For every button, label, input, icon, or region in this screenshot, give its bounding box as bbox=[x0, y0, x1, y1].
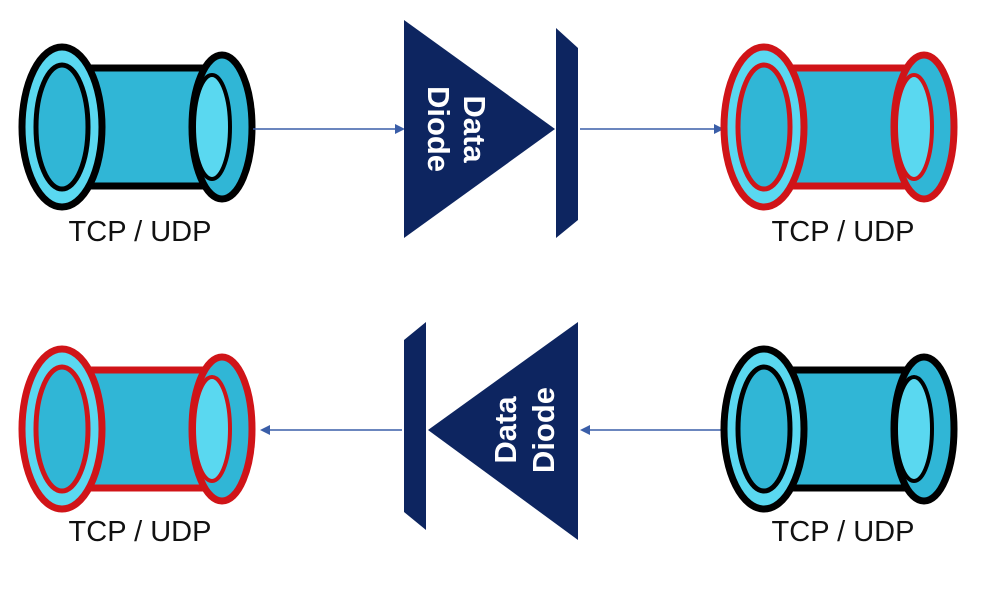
diode-text-line1-row2: Data bbox=[488, 396, 523, 464]
target-pipe-icon-row1 bbox=[720, 43, 958, 211]
source-pipe-icon-row1 bbox=[18, 43, 256, 211]
diode-triangle-icon bbox=[428, 322, 578, 540]
diode-text-line2-row1: Diode bbox=[421, 86, 456, 172]
data-diode-row2: Data Diode bbox=[404, 322, 578, 540]
diode-bar-icon bbox=[404, 322, 426, 530]
source-label-row2: TCP / UDP bbox=[772, 516, 915, 548]
target-pipe-icon-row2 bbox=[18, 345, 256, 513]
source-label-row1: TCP / UDP bbox=[69, 216, 212, 248]
data-diode-row1: Data Diode bbox=[404, 20, 578, 238]
target-label-row1: TCP / UDP bbox=[772, 216, 915, 248]
source-pipe-icon-row2 bbox=[720, 345, 958, 513]
diode-triangle-icon bbox=[404, 20, 555, 238]
target-label-row2: TCP / UDP bbox=[69, 516, 212, 548]
diode-text-line2-row2: Diode bbox=[526, 387, 561, 473]
diode-bar-icon bbox=[556, 28, 578, 238]
diode-text-line1-row1: Data bbox=[457, 95, 492, 163]
